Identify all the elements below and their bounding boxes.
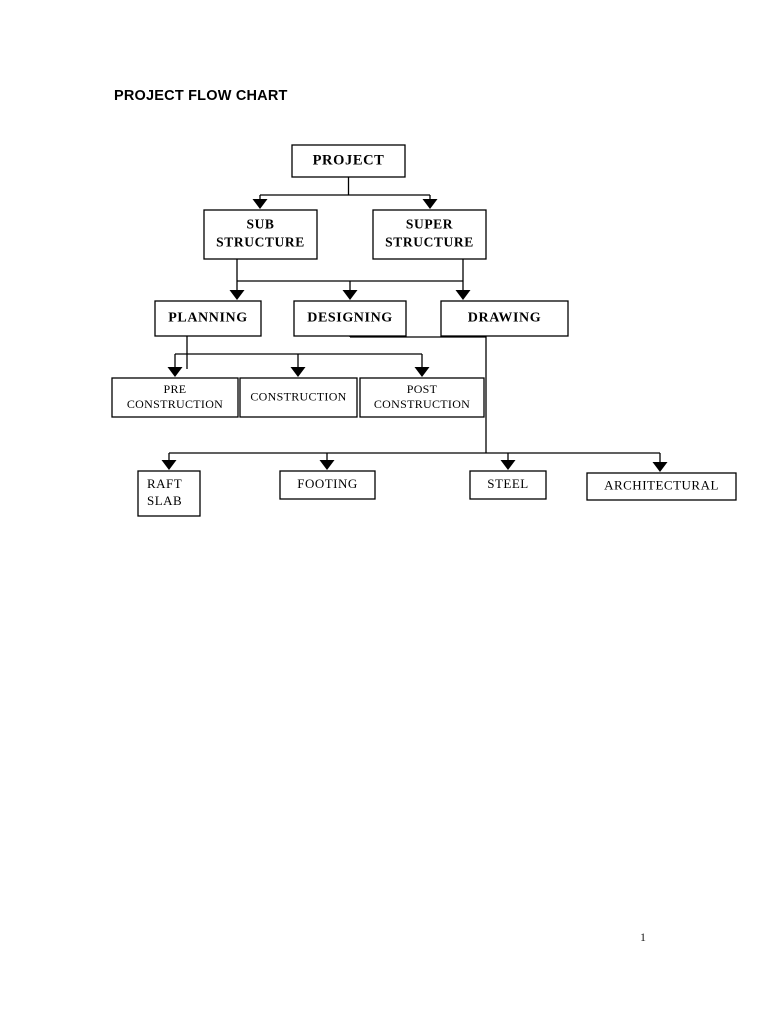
node-box-pre-construction[interactable] — [111, 377, 239, 418]
node-drawing[interactable]: DRAWING — [440, 300, 569, 337]
node-designing[interactable]: DESIGNING — [293, 300, 407, 337]
arrow-to-steel-icon — [500, 460, 516, 470]
node-label-drawing: DRAWING — [468, 311, 541, 326]
node-planning[interactable]: PLANNING — [154, 300, 262, 337]
node-label-footing: FOOTING — [297, 476, 358, 491]
arrow-to-architectural-icon — [652, 462, 668, 472]
node-label-raft-slab: SLAB — [147, 493, 182, 508]
node-box-planning[interactable] — [154, 300, 262, 337]
node-construction[interactable]: CONSTRUCTION — [239, 377, 358, 418]
node-label-pre-construction: PRE — [164, 382, 187, 396]
connector-layer — [168, 177, 661, 464]
arrow-to-planning-icon — [229, 290, 245, 300]
node-box-sub-structure[interactable] — [203, 209, 318, 260]
node-layer: PROJECT SUB STRUCTURE SUPER STRUCTURE PLANNIN… — [111, 144, 737, 517]
node-label-super-structure: STRUCTURE — [385, 235, 474, 250]
node-raft-slab[interactable]: RAFT SLAB — [137, 470, 201, 517]
node-label-project: PROJECT — [313, 152, 385, 168]
node-box-super-structure[interactable] — [372, 209, 487, 260]
node-box-post-construction[interactable] — [359, 377, 485, 418]
arrow-to-drawing-icon — [455, 290, 471, 300]
node-label-sub-structure: SUB — [246, 217, 274, 232]
node-box-footing[interactable] — [279, 470, 376, 500]
node-label-designing: DESIGNING — [307, 311, 393, 326]
arrow-to-construction-icon — [290, 367, 306, 377]
node-label-construction: CONSTRUCTION — [250, 389, 346, 403]
node-label-pre-construction: CONSTRUCTION — [127, 397, 223, 411]
arrow-to-footing-icon — [319, 460, 335, 470]
arrow-to-sub-structure-icon — [252, 199, 268, 209]
node-label-raft-slab: RAFT — [147, 476, 182, 491]
node-footing[interactable]: FOOTING — [279, 470, 376, 500]
node-super-structure[interactable]: SUPER STRUCTURE — [372, 209, 487, 260]
node-label-planning: PLANNING — [168, 311, 247, 326]
node-architectural[interactable]: ARCHITECTURAL — [586, 472, 737, 501]
arrow-to-super-structure-icon — [422, 199, 438, 209]
node-label-super-structure: SUPER — [406, 217, 453, 232]
arrow-to-post-construction-icon — [414, 367, 430, 377]
page-title: PROJECT FLOW CHART — [114, 88, 288, 104]
node-sub-structure[interactable]: SUB STRUCTURE — [203, 209, 318, 260]
node-label-post-construction: POST — [407, 382, 438, 396]
node-box-drawing[interactable] — [440, 300, 569, 337]
node-label-post-construction: CONSTRUCTION — [374, 397, 470, 411]
node-box-raft-slab[interactable] — [137, 470, 201, 517]
node-box-steel[interactable] — [469, 470, 547, 500]
node-steel[interactable]: STEEL — [469, 470, 547, 500]
node-box-project[interactable] — [291, 144, 406, 178]
node-project[interactable]: PROJECT — [291, 144, 406, 178]
node-label-sub-structure: STRUCTURE — [216, 235, 305, 250]
page-number: 1 — [640, 930, 646, 944]
node-box-designing[interactable] — [293, 300, 407, 337]
arrowhead-layer — [161, 199, 668, 472]
node-box-construction[interactable] — [239, 377, 358, 418]
arrow-to-designing-icon — [342, 290, 358, 300]
arrow-to-pre-construction-icon — [167, 367, 183, 377]
node-label-steel: STEEL — [487, 476, 529, 491]
node-label-architectural: ARCHITECTURAL — [604, 477, 719, 492]
node-box-architectural[interactable] — [586, 472, 737, 501]
arrow-to-raft-slab-icon — [161, 460, 177, 470]
